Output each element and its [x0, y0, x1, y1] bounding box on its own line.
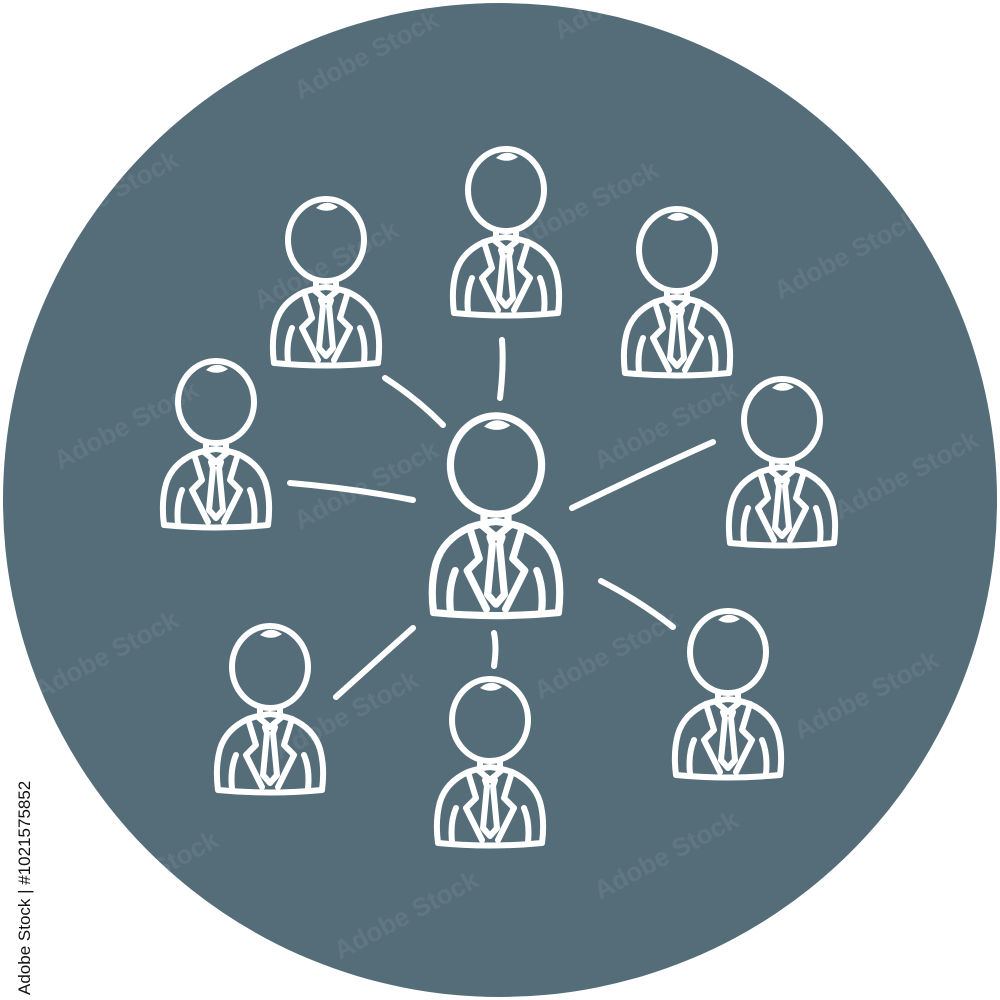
- connection-line: [569, 439, 716, 511]
- arms: [284, 325, 368, 365]
- person-icon: [725, 376, 839, 549]
- arms: [446, 567, 546, 616]
- head: [465, 146, 547, 234]
- person-icon: [159, 358, 273, 531]
- lapels: [189, 451, 243, 525]
- watermark-text: Adobe Stock: [809, 0, 964, 95]
- connections: [287, 337, 716, 700]
- connection-line: [333, 625, 416, 700]
- stock-id-label: Adobe Stock | #1021575852: [2, 757, 42, 997]
- tie: [718, 709, 738, 771]
- connection-line: [382, 375, 446, 428]
- head-highlight: [718, 614, 740, 623]
- head: [741, 376, 823, 464]
- tie: [496, 247, 516, 309]
- head-highlight: [667, 212, 689, 221]
- head-highlight: [480, 682, 502, 691]
- arms: [228, 752, 312, 792]
- tie: [772, 477, 792, 539]
- head: [229, 623, 311, 711]
- tie: [260, 724, 280, 786]
- person-icon: [620, 206, 734, 379]
- tie: [483, 533, 509, 608]
- tie: [316, 297, 336, 359]
- person-icon: [449, 146, 563, 319]
- lapels: [243, 716, 297, 790]
- person-icon: [671, 608, 785, 781]
- head: [446, 412, 546, 518]
- lapels: [650, 299, 704, 373]
- jacket: [428, 517, 564, 620]
- head: [175, 358, 257, 446]
- person-icon: [433, 676, 547, 849]
- head-highlight: [772, 382, 794, 391]
- head-highlight: [206, 364, 228, 373]
- tie: [206, 459, 226, 521]
- stock-id-text: Adobe Stock | #1021575852: [15, 781, 34, 995]
- head: [449, 676, 531, 764]
- arms: [464, 275, 548, 315]
- center-person-icon: [428, 412, 564, 620]
- lapels: [479, 239, 533, 313]
- arms: [686, 737, 770, 777]
- tie: [480, 777, 500, 839]
- arms: [174, 487, 258, 527]
- tie: [667, 307, 687, 369]
- head: [687, 608, 769, 696]
- head: [285, 196, 367, 284]
- connection-line: [598, 578, 676, 630]
- arms: [740, 505, 824, 545]
- connection-line: [497, 337, 506, 401]
- lapels: [463, 523, 529, 613]
- person-icon: [269, 196, 383, 369]
- person-icon: [213, 623, 327, 796]
- head-highlight: [496, 152, 518, 161]
- lapels: [299, 289, 353, 363]
- lapels: [701, 701, 755, 775]
- people: [159, 146, 839, 849]
- watermark-text: Adobe Stock: [829, 854, 984, 955]
- connection-line: [491, 630, 499, 669]
- watermark-text: Adobe Stock: [49, 0, 204, 45]
- connection-line: [287, 480, 416, 503]
- head: [636, 206, 718, 294]
- lapels: [463, 769, 517, 843]
- head-highlight: [260, 629, 282, 638]
- arms: [635, 335, 719, 375]
- lapels: [755, 469, 809, 543]
- arms: [448, 805, 532, 845]
- head-highlight: [484, 420, 511, 430]
- head-highlight: [316, 202, 338, 211]
